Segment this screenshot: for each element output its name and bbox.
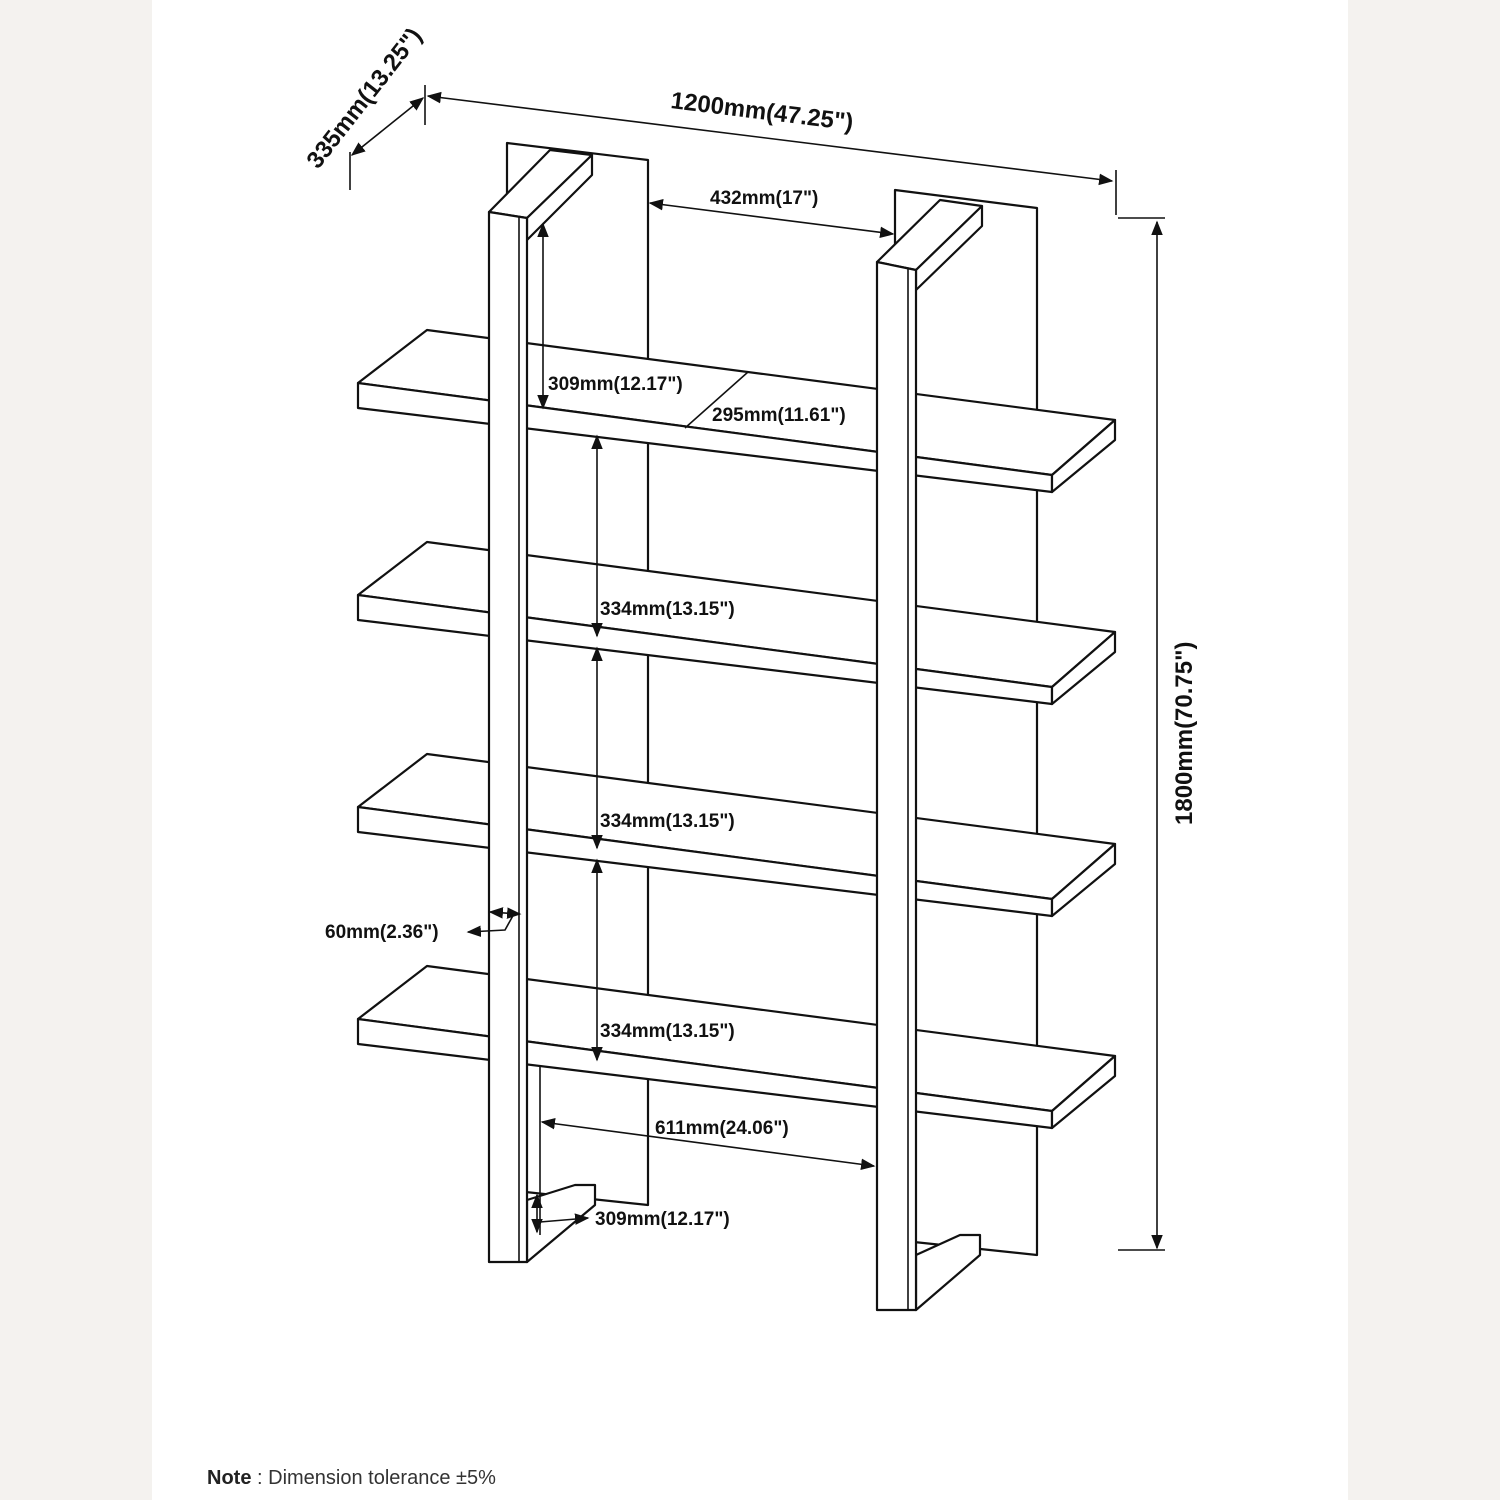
depth-label: 335mm(13.25") (301, 23, 427, 174)
panel-gap-label: 432mm(17") (710, 188, 818, 209)
shelf-spacing-label-3: 334mm(13.15") (600, 1021, 735, 1042)
note-label: Note (207, 1467, 252, 1489)
dimension-lines (349, 85, 1165, 1251)
right-front-post (875, 260, 918, 1312)
shelf-spacing-label-2: 334mm(13.15") (600, 811, 735, 832)
bottom-clearance-label: 309mm(12.17") (595, 1209, 730, 1230)
left-front-post (487, 210, 529, 1264)
inner-width-label: 611mm(24.06") (655, 1118, 789, 1139)
height-label: 1800mm(70.75") (1171, 642, 1198, 826)
right-top-bracket (875, 198, 984, 292)
top-clearance-label: 309mm(12.17") (548, 374, 683, 395)
shelf-spacing-label-1: 334mm(13.15") (600, 599, 735, 620)
right-bottom-bracket (914, 1233, 982, 1312)
shelf-depth-label: 295mm(11.61") (712, 405, 846, 426)
tolerance-note: Note : Dimension tolerance ±5% (207, 1467, 496, 1490)
post-width-label: 60mm(2.36") (325, 922, 439, 943)
note-text: : Dimension tolerance ±5% (251, 1467, 496, 1489)
